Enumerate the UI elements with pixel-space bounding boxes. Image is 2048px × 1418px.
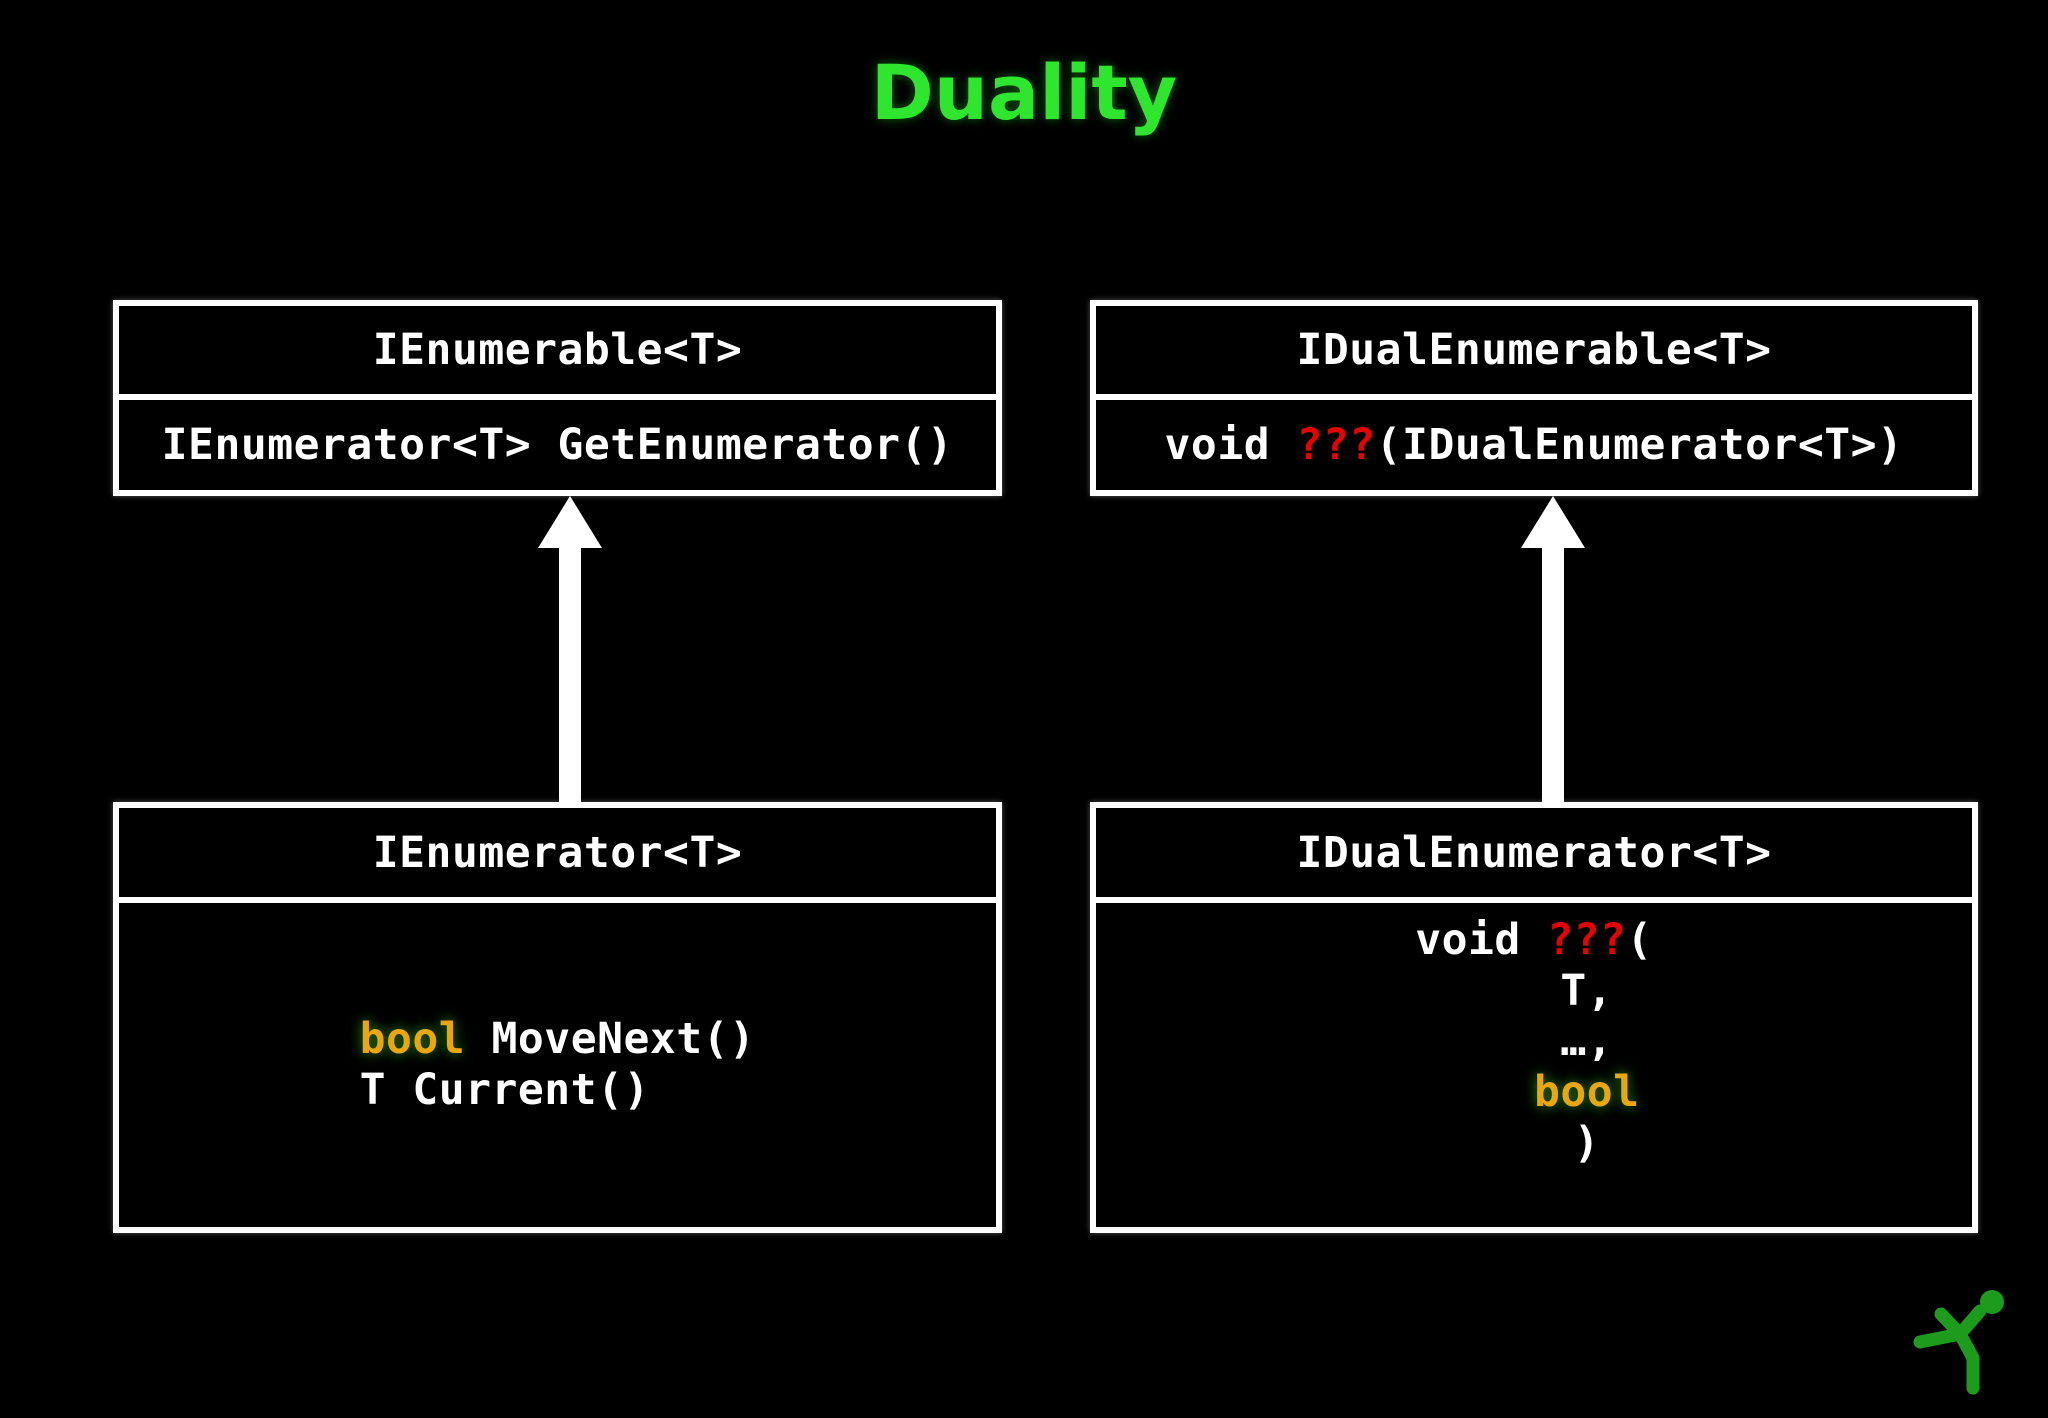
uml-divider (1096, 394, 1972, 400)
uml-member-current: T Current() (359, 1065, 650, 1115)
unknown-method-name: ??? (1296, 419, 1376, 470)
keyword-void: void (1164, 419, 1297, 470)
uml-members-idualenumerator: void ???( T, …, bool ) (1096, 903, 1972, 1227)
arrow-head-icon (1521, 496, 1585, 548)
arrow-shaft (1542, 546, 1564, 806)
uml-class-idualenumerator: IDualEnumerator<T> void ???( T, …, bool … (1090, 802, 1978, 1233)
method-params: (IDualEnumerator<T>) (1375, 419, 1904, 470)
uml-member-dual-method-signature: void ???( (1415, 915, 1653, 966)
uml-class-name-idualenumerator: IDualEnumerator<T> (1296, 827, 1772, 878)
uml-param-t: T, (1454, 965, 1614, 1016)
keyword-bool: bool (359, 1014, 466, 1065)
member-movenext-rest: MoveNext() (465, 1014, 756, 1065)
uml-class-ienumerator: IEnumerator<T> bool MoveNext() T Current… (113, 802, 1002, 1233)
uml-member-movenext: bool MoveNext() (360, 1014, 756, 1065)
arrow-head-icon (538, 496, 602, 548)
uml-class-name-ienumerator: IEnumerator<T> (372, 827, 743, 878)
page-title: Duality (870, 48, 1178, 137)
inheritance-arrow-left (530, 496, 610, 806)
inheritance-arrow-right (1513, 496, 1593, 806)
uml-member-dual-method: void ???(IDualEnumerator<T>) (1165, 420, 1904, 471)
unknown-method-name: ??? (1547, 915, 1627, 965)
uml-divider (119, 394, 996, 400)
uml-divider (119, 897, 996, 903)
uml-param-ellipsis: …, (1454, 1016, 1614, 1067)
uml-param-bool: bool (1428, 1067, 1640, 1118)
uml-members-idualenumerable: void ???(IDualEnumerator<T>) (1096, 400, 1972, 490)
uml-members-ienumerator: bool MoveNext() T Current() (119, 903, 996, 1227)
keyword-void: void (1415, 915, 1548, 965)
uml-class-ienumerable: IEnumerable<T> IEnumerator<T> GetEnumera… (113, 300, 1002, 496)
uml-class-idualenumerable: IDualEnumerable<T> void ???(IDualEnumera… (1090, 300, 1978, 496)
uml-class-name-ienumerable: IEnumerable<T> (372, 325, 743, 375)
running-figure-logo (1908, 1276, 2018, 1396)
uml-member-getenumerator: IEnumerator<T> GetEnumerator() (161, 419, 954, 470)
uml-divider (1096, 897, 1972, 903)
open-paren: ( (1626, 915, 1653, 965)
uml-members-ienumerable: IEnumerator<T> GetEnumerator() (119, 400, 996, 490)
uml-close-paren: ) (1468, 1117, 1600, 1168)
uml-class-name-idualenumerable: IDualEnumerable<T> (1296, 325, 1772, 375)
arrow-shaft (559, 546, 581, 806)
